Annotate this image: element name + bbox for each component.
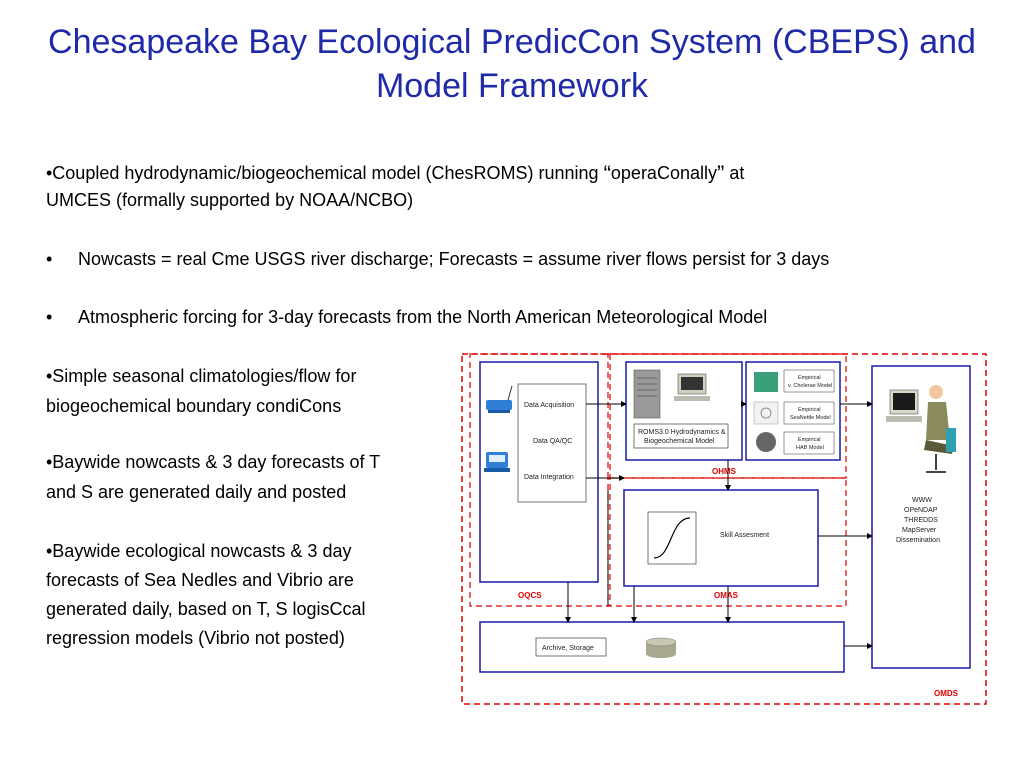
bullet-coupled-model: •Coupled hydrodynamic/biogeochemical mod…	[46, 160, 976, 214]
modem-icon	[486, 385, 513, 413]
bullet-coupled-text-b: operaConally	[610, 163, 717, 183]
database-icon	[645, 637, 677, 658]
bullet-atmospheric: • Atmospheric forcing for 3-day forecasts…	[46, 304, 1006, 331]
quote-open: “	[603, 161, 611, 186]
roms-model-box	[633, 423, 729, 449]
bullet-climatologies: •Simple seasonal climatologies/flow for …	[46, 361, 456, 421]
bullet-baywide-eco-line-3: generated daily, based on T, S logisCcal	[46, 599, 366, 619]
bullet-climatologies-line-2: biogeochemical boundary condiCons	[46, 396, 342, 416]
empirical-models-box	[745, 361, 841, 461]
roms-model-line-1: ROMS3.0 Hydrodynamics &	[638, 429, 726, 436]
archive-box	[479, 621, 845, 673]
dissemination-thredds: THREDDS	[904, 517, 938, 524]
omds-label: OMDS	[934, 689, 959, 698]
skill-curve-icon	[647, 511, 697, 565]
data-pipeline-box	[517, 383, 587, 503]
empirical-hab-l2: HAB Model	[796, 445, 824, 451]
bullet-baywide-eco: •Baywide ecological nowcasts & 3 day for…	[46, 537, 456, 653]
data-integration-label: Data Integration	[524, 474, 574, 481]
empirical-hab-l1: Empirical	[798, 437, 821, 443]
bullet-atmospheric-text: Atmospheric forcing for 3-day forecasts …	[78, 307, 768, 327]
bullet-baywide-eco-line-4: regression models (Vibrio not posted)	[46, 628, 345, 648]
dissemination-box	[871, 365, 971, 669]
roms-model-line-2: Biogeochemical Model	[644, 438, 715, 445]
oqcs-box	[479, 361, 599, 583]
oqcs-dashed-boundary	[469, 353, 611, 607]
person-at-computer-icon	[886, 385, 956, 473]
title-line-2: Model Framework	[375, 67, 649, 105]
oqcs-label: OQCS	[518, 591, 542, 600]
framework-svg: Data Acquisition Data QA/QC Data Integra…	[461, 353, 987, 705]
dissemination-label: Dissemination	[896, 537, 940, 544]
ohms-label: OHMS	[712, 467, 737, 476]
ohms-dashed-boundary	[607, 353, 847, 479]
cbeps-framework-diagram: Data Acquisition Data QA/QC Data Integra…	[458, 350, 990, 708]
hab-cell-icon	[756, 432, 776, 452]
vibrio-map-icon	[754, 372, 778, 392]
jellyfish-icon	[753, 401, 779, 425]
ohms-box	[625, 361, 743, 461]
data-qaqc-label: Data QA/QC	[533, 438, 572, 445]
omas-box	[623, 489, 819, 587]
dissemination-mapserver: MapServer	[902, 527, 937, 534]
workstation-icon	[674, 373, 710, 401]
dissemination-www: WWW	[912, 497, 932, 504]
bullet-marker: •	[46, 307, 53, 327]
omas-dashed-boundary	[607, 477, 847, 607]
bullet-coupled-line-2: UMCES (formally supported by NOAA/NCBO)	[46, 190, 414, 210]
slide-title: Chesapeake Bay Ecological PredicCon Syst…	[20, 20, 1004, 108]
bullet-coupled-text-c: at	[724, 163, 745, 183]
bullet-nowcasts-text: Nowcasts = real Cme USGS river discharge…	[78, 249, 830, 269]
quote-close: ”	[716, 161, 725, 186]
bullet-baywide-eco-line-1: •Baywide ecological nowcasts & 3 day	[46, 541, 352, 561]
skill-assessment-label: Skill Assesment	[720, 532, 769, 539]
bullet-baywide-eco-line-2: forecasts of Sea Nedles and Vibrio are	[46, 570, 354, 590]
server-icon	[633, 369, 661, 419]
empirical-seanettle-l2: SeaNettle Model	[790, 415, 831, 421]
bullet-coupled-text-a: •Coupled hydrodynamic/biogeochemical mod…	[46, 163, 604, 183]
bullet-marker: •	[46, 249, 53, 269]
empirical-vibrio-l1: Empirical	[798, 375, 821, 381]
bullet-climatologies-line-1: •Simple seasonal climatologies/flow for	[46, 366, 357, 386]
dissemination-opendap: OPeNDAP	[904, 507, 938, 514]
bullet-baywide-ts-line-2: and S are generated daily and posted	[46, 482, 347, 502]
archive-storage-label: Archive, Storage	[542, 645, 594, 652]
bullet-baywide-ts-line-1: •Baywide nowcasts & 3 day forecasts of T	[46, 452, 381, 472]
flow-arrows	[565, 401, 873, 649]
omas-label: OMAS	[714, 591, 739, 600]
data-acquisition-label: Data Acquisition	[524, 402, 574, 409]
empirical-vibrio-l2: v. Cholerae Model	[788, 383, 832, 389]
empirical-seanettle-l1: Empirical	[798, 407, 821, 413]
bullet-nowcasts: • Nowcasts = real Cme USGS river discharg…	[46, 246, 1006, 273]
network-device-icon	[484, 452, 510, 472]
bullet-baywide-ts: •Baywide nowcasts & 3 day forecasts of T…	[46, 447, 456, 507]
title-line-1: Chesapeake Bay Ecological PredicCon Syst…	[48, 23, 976, 61]
